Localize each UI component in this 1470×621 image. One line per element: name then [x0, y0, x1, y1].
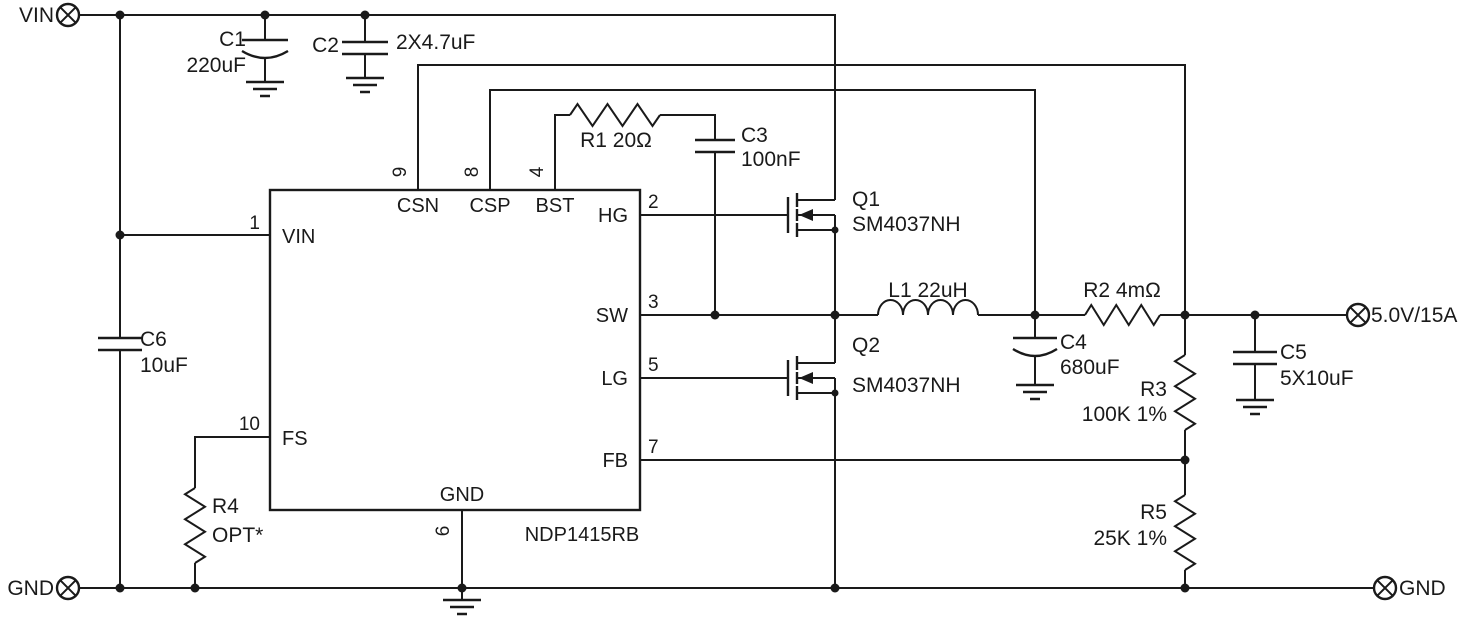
c2-ground-icon — [346, 76, 384, 94]
c1-capacitor-symbol — [241, 38, 289, 60]
c2-value-label: 2X4.7uF — [396, 31, 475, 54]
ic-pin-name-hg: HG — [598, 205, 628, 227]
q2-ref-label: Q2 — [852, 334, 880, 357]
gnd-right-terminal-label: GND — [1399, 577, 1446, 600]
ic-pin-number-5: 5 — [648, 355, 659, 376]
ic-pin-name-lg: LG — [601, 368, 628, 390]
c2-ref-label: C2 — [312, 34, 339, 57]
wire-vin-top-rail — [79, 14, 836, 200]
c5-ref-label: C5 — [1280, 341, 1307, 364]
c4-value-label: 680uF — [1060, 356, 1120, 379]
r2-label: R2 4mΩ — [1083, 279, 1161, 302]
ic-pin-name-sw: SW — [596, 305, 628, 327]
wire-bst — [554, 114, 570, 190]
ic-pin-name-fb: FB — [602, 450, 628, 472]
q2-value-label: SM4037NH — [852, 374, 961, 397]
c2-capacitor-symbol — [342, 40, 388, 56]
c4-capacitor-symbol — [1012, 336, 1058, 358]
vin-terminal-label: VIN — [19, 4, 54, 27]
ic-pin-name-gnd: GND — [440, 484, 484, 506]
wire-csn — [417, 64, 1186, 315]
c5-value-label: 5X10uF — [1280, 367, 1354, 390]
ic-pin-number-10: 10 — [239, 414, 260, 435]
wire-csp — [489, 89, 1036, 315]
l1-inductor-symbol — [877, 299, 979, 316]
c1-ref-label: C1 — [219, 28, 246, 51]
c3-ref-label: C3 — [741, 124, 768, 147]
ic-pin-name-fs: FS — [282, 428, 308, 450]
c3-capacitor-symbol — [695, 138, 735, 154]
terminal-output-icon — [1345, 302, 1371, 328]
wire-pin10-fs — [194, 436, 270, 488]
ic-part-number: NDP1415RB — [525, 524, 640, 546]
q1-value-label: SM4037NH — [852, 213, 961, 236]
r5-resistor-symbol — [1173, 494, 1197, 571]
r4-ref-label: R4 — [212, 495, 239, 518]
c4-ground-icon — [1016, 383, 1054, 401]
junction-dots — [115, 10, 1260, 593]
ic-pin-number-8: 8 — [462, 167, 483, 178]
terminal-gnd-right-icon — [1372, 575, 1398, 601]
r5-value-label: 25K 1% — [1093, 527, 1167, 550]
ic-body — [268, 188, 642, 512]
q1-ref-label: Q1 — [852, 188, 880, 211]
terminal-gnd-left-icon — [55, 575, 81, 601]
wire-r1-to-c3 — [660, 114, 716, 140]
ic-pin-number-2: 2 — [648, 192, 659, 213]
q1-body-diode-arrow-icon — [799, 209, 813, 221]
output-terminal-label: 5.0V/15A — [1371, 304, 1457, 327]
c5-ground-icon — [1236, 398, 1274, 416]
ic-pin-number-4: 4 — [527, 166, 548, 177]
ic-pin-number-6: 6 — [433, 526, 454, 537]
ic-pin-number-1: 1 — [249, 213, 260, 234]
c1-value-label: 220uF — [186, 54, 246, 77]
r4-resistor-symbol — [183, 487, 207, 564]
r3-value-label: 100K 1% — [1082, 403, 1167, 426]
r3-ref-label: R3 — [1140, 378, 1167, 401]
c1-ground-icon — [246, 80, 284, 98]
ic-pin-name-vin: VIN — [282, 226, 315, 248]
q2-body-diode-arrow-icon — [799, 372, 813, 384]
c3-value-label: 100nF — [741, 148, 801, 171]
ic-pin-name-csp: CSP — [469, 195, 510, 217]
ic-pin-number-7: 7 — [648, 437, 659, 458]
ic-ground-icon — [443, 598, 481, 616]
q1-mosfet-symbol — [786, 193, 839, 315]
c6-value-label: 10uF — [140, 354, 188, 377]
wires — [79, 14, 1374, 600]
r5-ref-label: R5 — [1140, 501, 1167, 524]
gnd-left-terminal-label: GND — [7, 577, 54, 600]
r3-resistor-symbol — [1173, 354, 1197, 431]
ic-pin-number-9: 9 — [390, 167, 411, 178]
c4-ref-label: C4 — [1060, 331, 1087, 354]
l1-label: L1 22uH — [888, 279, 967, 302]
ic-pin-number-3: 3 — [648, 292, 659, 313]
c6-capacitor-symbol — [98, 336, 142, 352]
terminal-vin-icon — [55, 2, 81, 28]
ic-pin-name-csn: CSN — [397, 195, 439, 217]
r4-value-label: OPT* — [212, 524, 263, 547]
r1-resistor-symbol — [569, 102, 661, 128]
r1-label: R1 20Ω — [580, 129, 652, 152]
r2-resistor-symbol — [1084, 303, 1161, 327]
ic-pin-name-bst: BST — [536, 195, 575, 217]
c6-ref-label: C6 — [140, 328, 167, 351]
q2-mosfet-symbol — [786, 315, 839, 588]
c5-capacitor-symbol — [1233, 350, 1277, 366]
